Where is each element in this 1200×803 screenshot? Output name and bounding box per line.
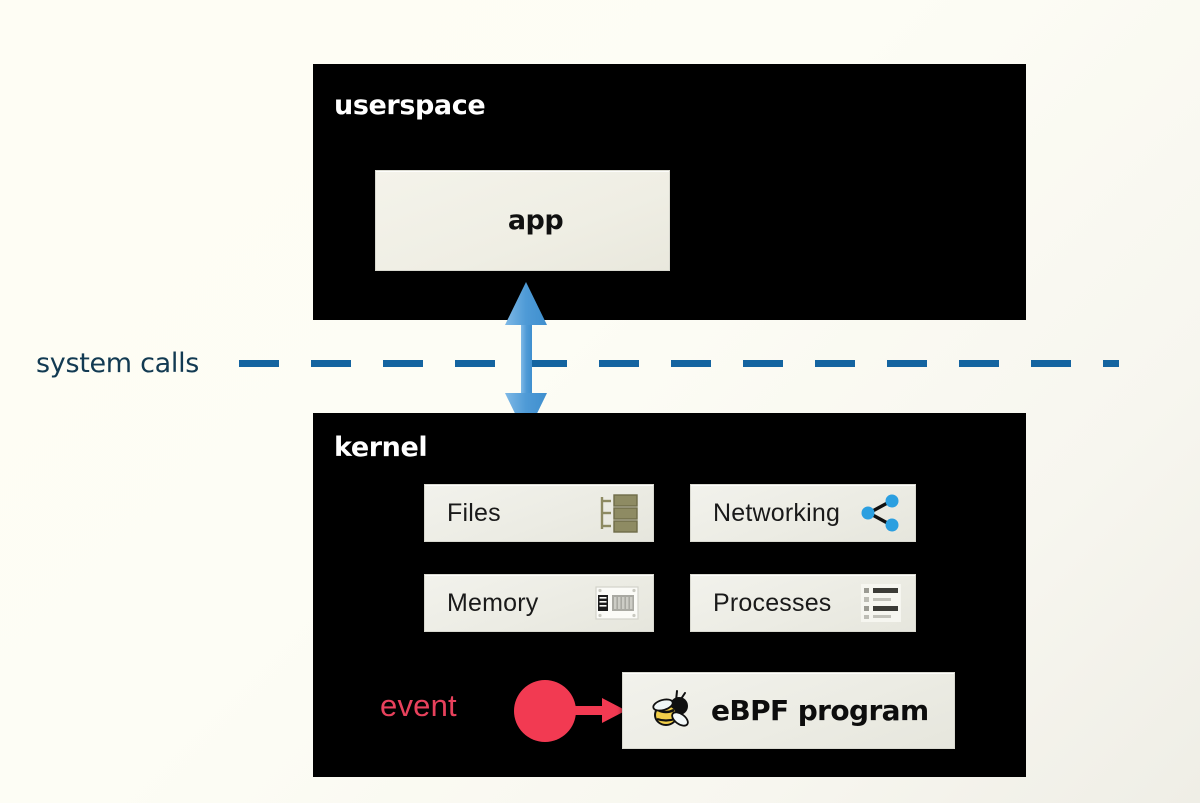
ebpf-program-box[interactable]: eBPF program xyxy=(622,672,955,749)
event-arrow-icon xyxy=(568,697,628,725)
userspace-title: userspace xyxy=(334,90,486,121)
ebpf-program-label: eBPF program xyxy=(711,694,929,727)
event-label: event xyxy=(380,688,457,723)
app-label: app xyxy=(507,205,564,236)
memory-chip-icon xyxy=(595,586,639,620)
files-label: Files xyxy=(447,498,501,527)
kernel-subsystem-processes[interactable]: Processes xyxy=(690,574,916,632)
processes-label: Processes xyxy=(713,588,832,617)
event-dot-icon xyxy=(514,680,576,742)
bee-icon xyxy=(649,689,697,733)
file-tree-icon xyxy=(597,493,639,533)
networking-label: Networking xyxy=(713,498,841,527)
process-list-icon xyxy=(861,584,901,622)
memory-label: Memory xyxy=(447,588,539,617)
kernel-subsystem-memory[interactable]: Memory xyxy=(424,574,654,632)
app-box[interactable]: app xyxy=(375,170,670,271)
kernel-subsystem-networking[interactable]: Networking xyxy=(690,484,916,542)
network-share-icon xyxy=(859,493,901,533)
system-calls-label: system calls xyxy=(36,348,200,379)
kernel-title: kernel xyxy=(334,432,428,463)
kernel-subsystem-files[interactable]: Files xyxy=(424,484,654,542)
system-calls-dashed-line xyxy=(239,360,1119,367)
